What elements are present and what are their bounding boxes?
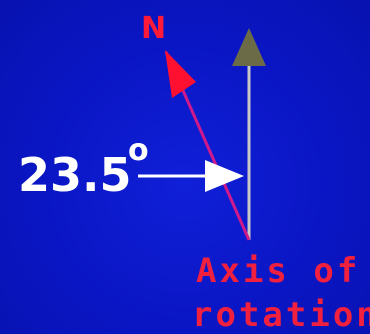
axis-label-line1: Axis of bbox=[196, 251, 360, 291]
pointer-arrowhead bbox=[205, 160, 244, 192]
north-label: N bbox=[141, 11, 166, 46]
rotation-axis-arrowhead bbox=[232, 28, 266, 66]
degree-symbol: o bbox=[128, 133, 149, 168]
tilt-angle-value: 23.5 bbox=[18, 148, 132, 202]
axis-label-line2: rotation bbox=[192, 295, 370, 334]
north-arrowhead bbox=[165, 50, 196, 98]
